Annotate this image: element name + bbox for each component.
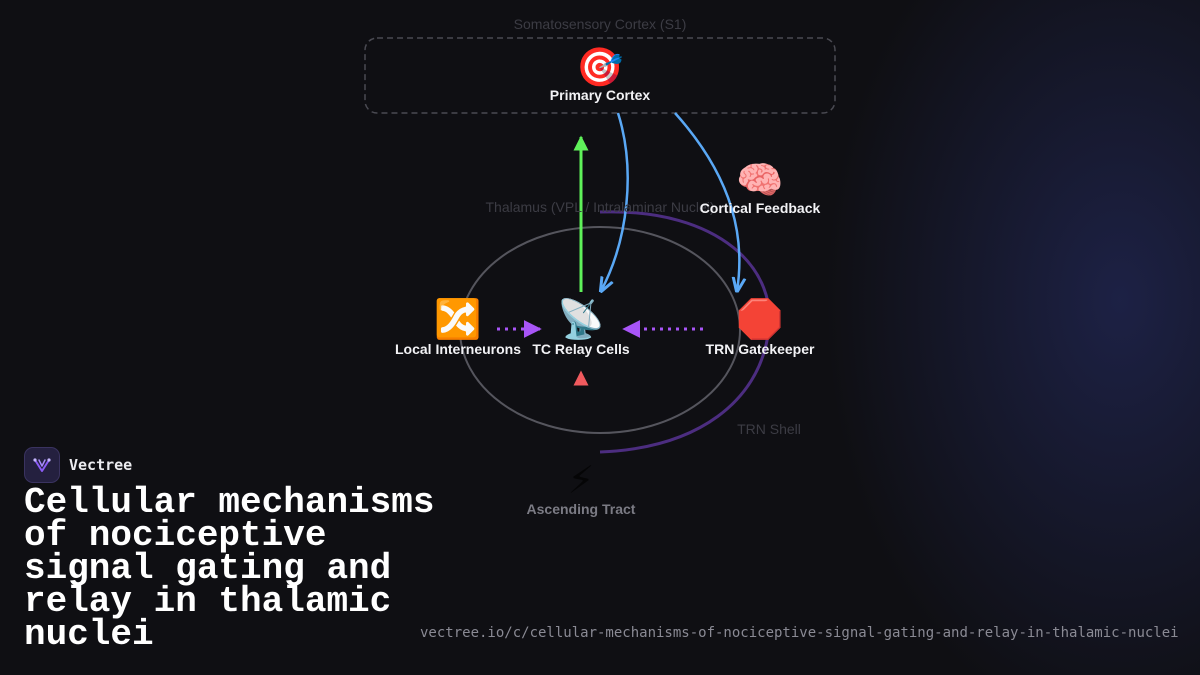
cortex-region-box xyxy=(364,37,836,114)
local-interneurons-label: Local Interneurons xyxy=(394,341,522,357)
trn-shell-label: TRN Shell xyxy=(737,421,801,437)
brand-name: Vectree xyxy=(69,456,133,474)
page-title: Cellular mechanisms of nociceptive signa… xyxy=(24,482,435,655)
brain-icon: 🧠 xyxy=(736,158,784,202)
thalamus-region-ellipse xyxy=(459,226,741,434)
cortex-to-trn-feedback-arrow xyxy=(674,112,739,291)
trn-shell-arc xyxy=(599,210,771,454)
primary-cortex-label: Primary Cortex xyxy=(549,87,651,103)
thalamus-region-label: Thalamus (VPL / Intralaminar Nuclei) xyxy=(485,199,715,215)
page-url: vectree.io/c/cellular-mechanisms-of-noci… xyxy=(420,625,1179,641)
brand: Vectree xyxy=(24,447,132,483)
target-icon: 🎯 xyxy=(576,45,624,89)
lightning-icon: ⚡ xyxy=(567,458,595,502)
ascending-tract-label: Ascending Tract xyxy=(526,501,636,517)
satellite-dish-icon: 📡 xyxy=(557,297,605,341)
cortex-to-relay-feedback-arrow xyxy=(601,112,629,291)
trn-gatekeeper-label: TRN Gatekeeper xyxy=(705,341,815,357)
shuffle-icon: 🔀 xyxy=(434,297,482,341)
stop-sign-icon: 🛑 xyxy=(736,297,784,341)
vectree-logo-icon xyxy=(24,447,60,483)
cortex-region-label: Somatosensory Cortex (S1) xyxy=(513,16,687,32)
tc-relay-cells-label: TC Relay Cells xyxy=(532,341,630,357)
cortical-feedback-label: Cortical Feedback xyxy=(699,200,821,216)
